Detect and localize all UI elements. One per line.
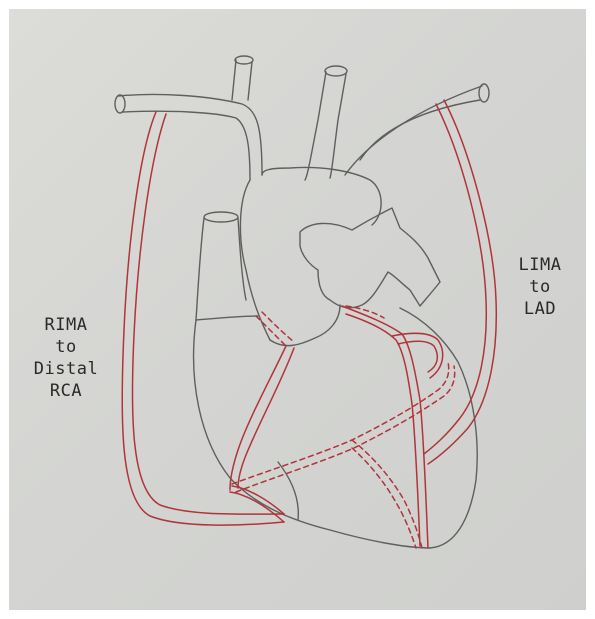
coronary-arteries-hidden bbox=[232, 306, 455, 548]
rima-to-distal-rca-label: RIMA to Distal RCA bbox=[20, 314, 112, 402]
heart-outline bbox=[194, 308, 478, 548]
lima-label-line3: LAD bbox=[500, 298, 580, 320]
rima-label-line4: RCA bbox=[20, 380, 112, 402]
lima-to-lad-label: LIMA to LAD bbox=[500, 254, 580, 320]
lima-label-line2: to bbox=[500, 276, 580, 298]
lima-label-line1: LIMA bbox=[500, 254, 580, 276]
rima-label-line2: to bbox=[20, 336, 112, 358]
coronary-arteries bbox=[230, 306, 443, 548]
aortic-arch bbox=[115, 56, 489, 340]
rima-label-line1: RIMA bbox=[20, 314, 112, 336]
lima-graft bbox=[424, 100, 496, 464]
superior-vena-cava bbox=[196, 212, 246, 320]
pulmonary-trunk bbox=[270, 208, 440, 346]
rima-label-line3: Distal bbox=[20, 358, 112, 380]
